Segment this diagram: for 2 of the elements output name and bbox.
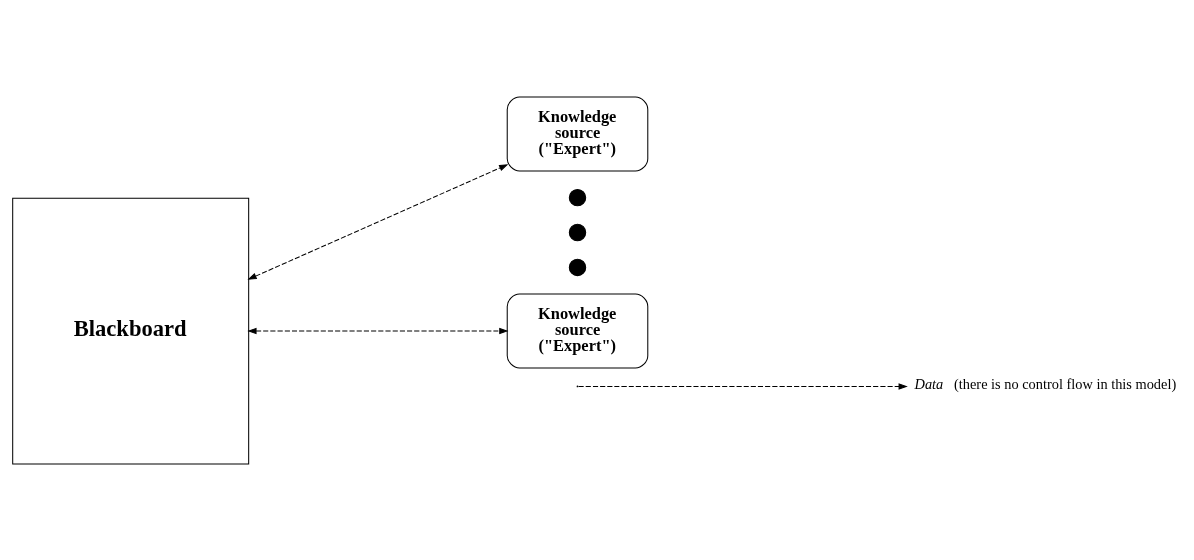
label: (there is no control flow in this model) [954, 375, 1177, 392]
legend-label: Data [914, 375, 944, 392]
